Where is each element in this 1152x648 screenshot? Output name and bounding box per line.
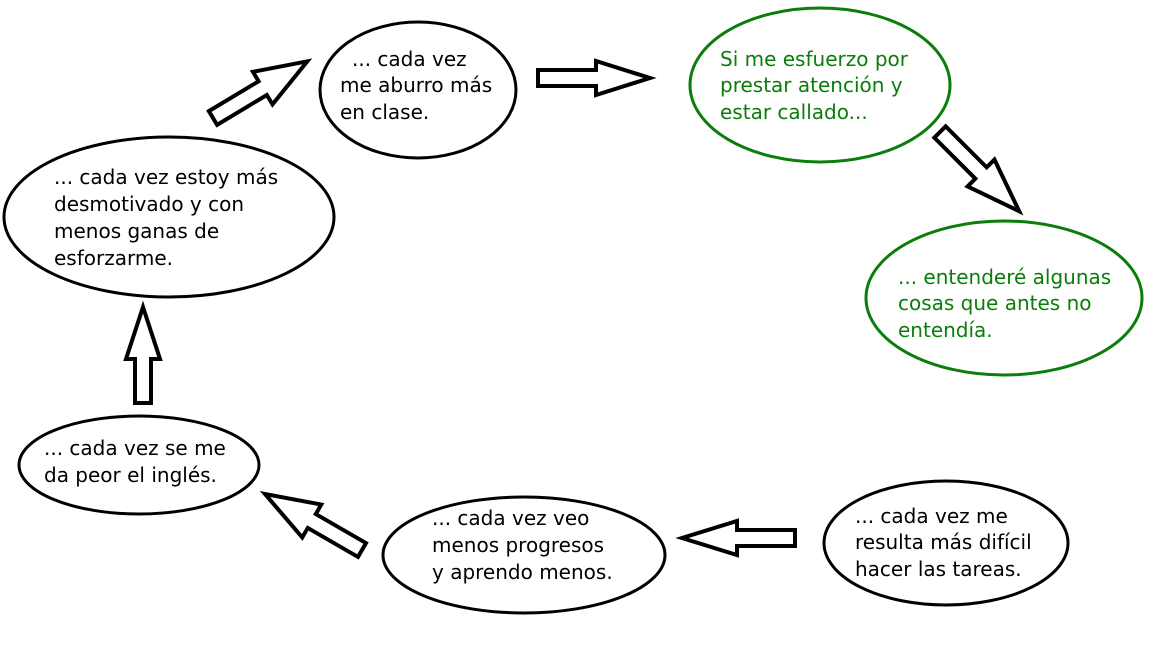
arrow-to-understand [931, 123, 1024, 216]
node-bored-text: ... cada vez me aburro más en clase. [340, 47, 499, 124]
node-english-ellipse [17, 414, 261, 516]
node-effort-ellipse [688, 6, 952, 164]
node-effort-text: Si me esfuerzo por prestar atención y es… [720, 47, 914, 124]
node-understand-ellipse [864, 219, 1144, 377]
node-english-text: ... cada vez se me da peor el inglés. [44, 436, 232, 487]
node-demotivated-text: ... cada vez estoy más desmotivado y con… [54, 165, 285, 270]
arrow-to-demotivated [123, 300, 163, 405]
node-progress-text: ... cada vez veo menos progresos y apren… [432, 506, 613, 584]
node-understand-text: ... entenderé algunas cosas que antes no… [898, 265, 1118, 342]
node-demotivated-ellipse [2, 135, 336, 299]
arrow-to-effort [536, 58, 657, 98]
node-progress-ellipse [381, 495, 667, 615]
arrow-to-english [259, 490, 369, 560]
node-homework-text: ... cada vez me resulta más difícil hace… [855, 504, 1038, 581]
arrow-to-progress [675, 518, 797, 558]
node-homework-ellipse [822, 479, 1070, 607]
arrow-to-bored [206, 58, 313, 128]
node-bored-ellipse [318, 20, 518, 160]
